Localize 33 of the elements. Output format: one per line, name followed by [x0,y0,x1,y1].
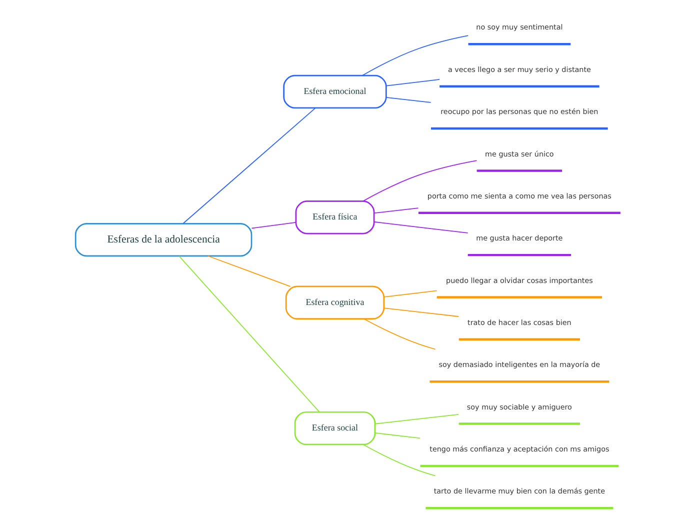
node-text: reocupo por las personas que no estén bien [440,107,598,116]
connector [362,444,436,476]
node-box: Esferas de la adolescencia [74,222,252,257]
node-text: me gusta hacer deporte [476,234,563,243]
node-box: Esfera social [294,411,376,446]
connector [374,414,459,424]
node-box: Esfera cognitiva [285,286,385,320]
node-text: me gusta ser único [485,149,554,158]
connector [364,318,436,350]
node-text: tarto de llevarme muy bien con la demás gente [434,486,606,496]
connector [374,208,419,214]
connector [384,308,460,317]
node-text: no soy muy sentimental [476,22,563,32]
node-text: soy demasiado inteligentes en la mayoría de [438,360,600,370]
node-text: trato de hacer las cosas bien [468,318,572,327]
connector [178,256,320,413]
node-box: Esfera física [295,200,375,234]
connector [251,222,296,229]
node-text: tengo más confianza y aceptación con ms amigos [430,444,610,454]
node-text: soy muy sociable y amiguero [466,402,572,412]
node-box: Esfera emocional [283,74,387,109]
connector [384,290,438,298]
connector [374,221,468,234]
connector [362,35,469,76]
node-text: a veces llego a ser muy serio y distante [448,64,591,74]
connector [374,432,421,439]
node-text: puedo llegar a olvidar cosas importantes [446,276,593,285]
connector [386,79,440,86]
node-text: porta como me sienta a como me vea las personas [427,191,612,200]
connector [208,256,291,287]
connector [362,160,478,202]
connector [182,108,316,224]
connector [386,96,432,103]
